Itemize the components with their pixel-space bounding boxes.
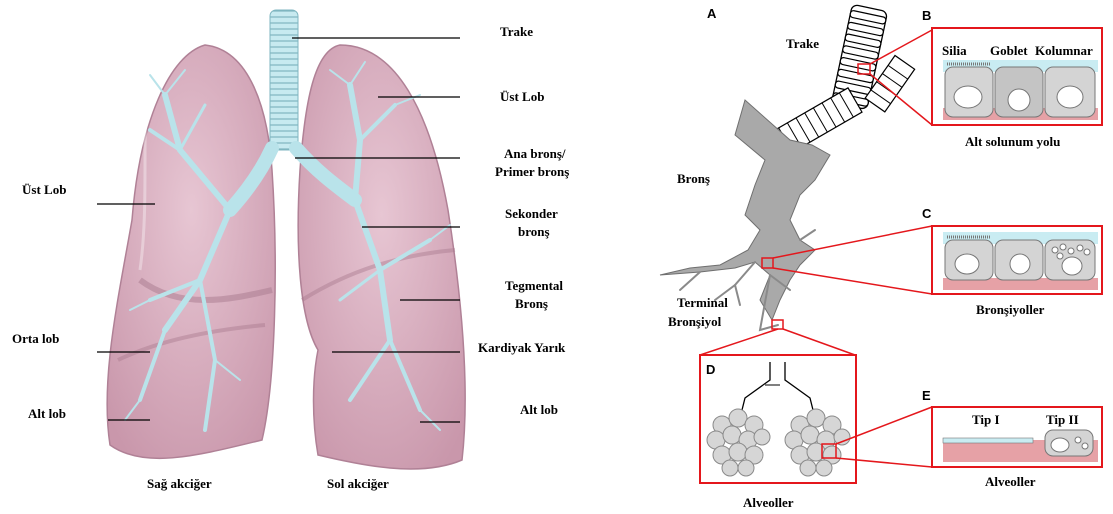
panel-label-e: E (922, 388, 931, 403)
label-ust-lob-left: Üst Lob (22, 182, 66, 197)
label-alveoller-d: Alveoller (743, 495, 794, 510)
label-trake-right: Trake (786, 36, 819, 51)
label-terminal-1: Terminal (677, 295, 728, 310)
panel-label-d: D (706, 362, 715, 377)
label-tegmental-1: Tegmental (505, 278, 563, 293)
label-sekonder-1: Sekonder (505, 206, 558, 221)
left-lung-shape (298, 45, 465, 469)
label-tip1: Tip I (972, 412, 1000, 427)
label-kolumnar: Kolumnar (1035, 43, 1093, 58)
panel-c (773, 226, 1102, 294)
right-lung-shape (107, 45, 275, 458)
label-terminal-2: Bronşiyol (668, 314, 722, 329)
label-ana-brons-2: Primer bronş (495, 164, 569, 179)
label-tegmental-2: Bronş (515, 296, 548, 311)
label-ana-brons-1: Ana bronş/ (504, 146, 566, 161)
panel-label-c: C (922, 206, 932, 221)
label-alt-lob-right: Alt lob (520, 402, 558, 417)
label-bronsiyoller: Bronşiyoller (976, 302, 1045, 317)
label-tip2: Tip II (1046, 412, 1079, 427)
label-trake: Trake (500, 24, 533, 39)
label-alt-solunum: Alt solunum yolu (965, 134, 1060, 149)
label-sekonder-2: bronş (518, 224, 550, 239)
label-silia: Silia (942, 43, 967, 58)
label-sol-akciger: Sol akciğer (327, 476, 389, 491)
label-orta-lob: Orta lob (12, 331, 59, 346)
panel-d (700, 329, 856, 483)
label-kardiyak: Kardiyak Yarık (478, 340, 566, 355)
lungs-illustration (107, 10, 465, 469)
label-goblet: Goblet (990, 43, 1028, 58)
alveoli-cluster-left (707, 409, 770, 476)
trachea-shape (270, 10, 298, 150)
panel-label-b: B (922, 8, 931, 23)
label-sag-akciger: Sağ akciğer (147, 476, 212, 491)
label-alveoller-e: Alveoller (985, 474, 1036, 489)
label-ust-lob-right: Üst Lob (500, 89, 544, 104)
panel-label-a: A (707, 6, 717, 21)
label-alt-lob-left: Alt lob (28, 406, 66, 421)
bronchial-tree-illustration (660, 4, 915, 330)
label-bronsh: Bronş (677, 171, 710, 186)
